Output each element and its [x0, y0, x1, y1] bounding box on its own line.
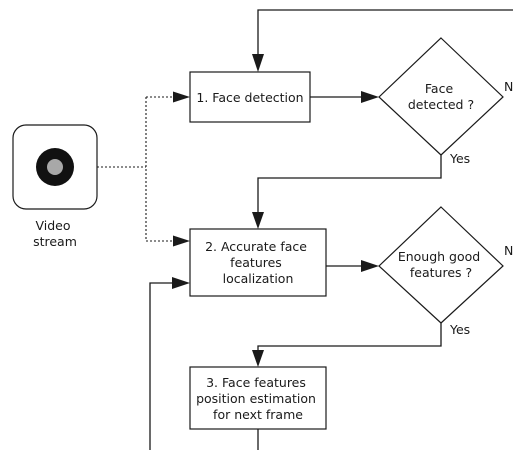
arrow-step1-to-decision1	[310, 91, 379, 103]
decision1-no-label: No	[504, 79, 513, 94]
camera-lens-inner-icon	[47, 159, 63, 175]
video-stream-connectors	[97, 91, 190, 247]
step3-label: 3. Face features position estimation for…	[196, 375, 320, 422]
decision1-face-detected: Face detected ? No Yes	[378, 37, 513, 166]
step3-position-estimation-box: 3. Face features position estimation for…	[189, 366, 327, 430]
decision2-enough-good-features: Enough good features ? No Yes	[378, 206, 513, 337]
decision2-no-label: No	[504, 243, 513, 258]
step1-label: 1. Face detection	[196, 90, 303, 105]
decision2-yes-label: Yes	[449, 322, 470, 337]
decision2-label: Enough good features ?	[398, 249, 484, 280]
decision1-yes-label: Yes	[449, 151, 470, 166]
step2-features-localization-box: 2. Accurate face features localization	[189, 228, 327, 297]
step1-face-detection-box: 1. Face detection	[189, 71, 311, 123]
video-stream-label: Video stream	[33, 218, 77, 249]
arrow-decision1-yes-to-step2	[252, 155, 442, 229]
decision1-label: Face detected ?	[408, 81, 474, 112]
loop-arrow-into-step2	[149, 277, 190, 450]
step2-label: 2. Accurate face features localization	[205, 239, 311, 286]
arrow-step2-to-decision2	[326, 260, 379, 272]
video-stream-node: Video stream	[12, 124, 98, 249]
loop-arrow-into-step1	[252, 9, 513, 72]
arrow-decision2-yes-to-step3	[252, 323, 442, 367]
